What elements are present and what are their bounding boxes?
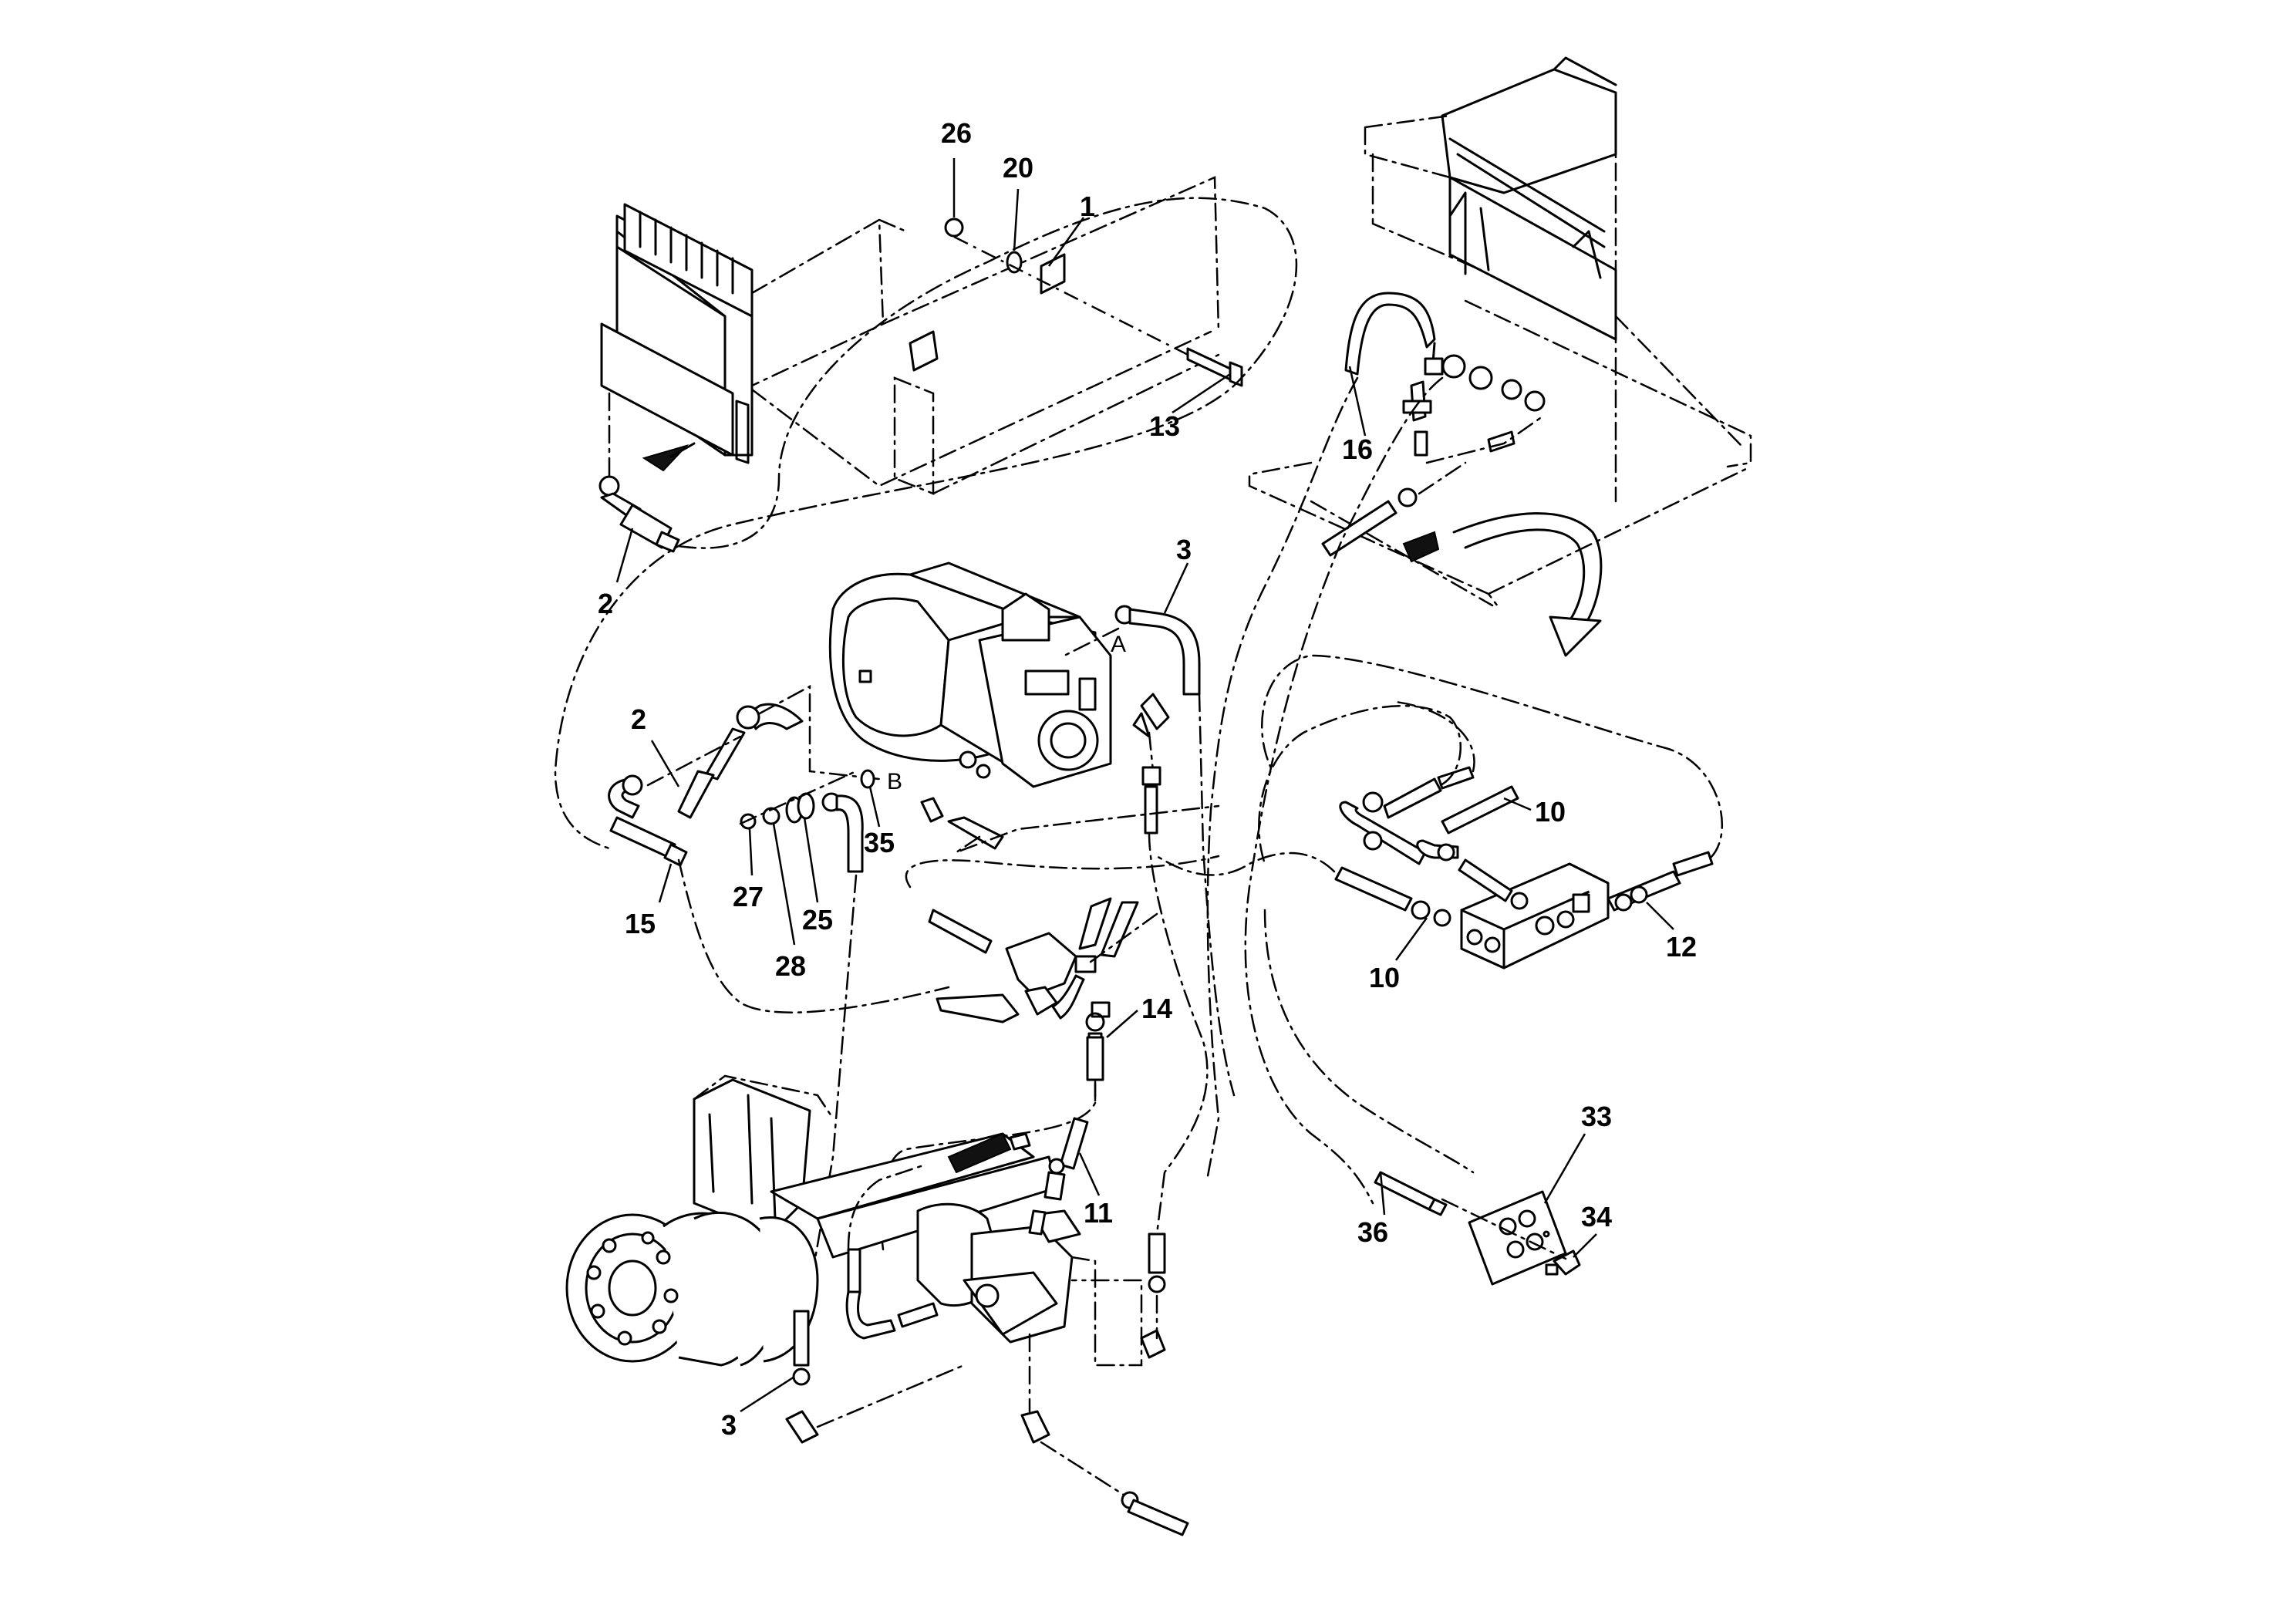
chassis-frame-right: [1248, 56, 1752, 611]
hose-14: [1091, 1001, 1111, 1018]
callout-28: 28: [775, 950, 806, 982]
callout-33: 33: [1581, 1101, 1612, 1132]
callout-labels: 26 20 1 13 2 16 3 2 35 27 25 15 28 10 10…: [598, 117, 1697, 1441]
callout-3-lower: 3: [721, 1409, 737, 1441]
bracket-hardware: [909, 218, 1243, 387]
callout-20: 20: [1003, 152, 1033, 184]
hose-3-lower: [793, 1310, 810, 1367]
callout-2-top: 2: [598, 588, 613, 619]
callout-3-top: 3: [1176, 534, 1192, 565]
callout-12: 12: [1666, 931, 1697, 963]
valve-block: [1460, 862, 1610, 969]
port-a-label: A: [1111, 632, 1126, 657]
callout-34: 34: [1581, 1201, 1612, 1233]
callout-15: 15: [625, 908, 656, 939]
hose-2-top: [598, 392, 680, 553]
nut-26: [944, 218, 964, 238]
route-line-cooler-return: [554, 197, 1298, 850]
callout-26: 26: [941, 117, 972, 149]
callout-1: 1: [1080, 191, 1095, 222]
callout-14: 14: [1141, 993, 1172, 1024]
washer-20: [1006, 251, 1023, 274]
hose-15: [608, 735, 742, 867]
callout-25: 25: [802, 904, 833, 936]
callout-36: 36: [1357, 1216, 1388, 1248]
callout-35: 35: [864, 827, 895, 858]
leader-lines: [615, 158, 1674, 1413]
hose-frame-supply: [1321, 461, 1467, 563]
gauge-panel: [1374, 1171, 1581, 1286]
port-b-label: B: [887, 769, 902, 794]
route-line-left-loop: [677, 858, 950, 1013]
hose-2-mid: [677, 684, 881, 819]
hose-3-top: [1063, 605, 1201, 835]
drive-motor: [916, 1132, 1143, 1367]
hydraulic-pump: [828, 561, 1112, 788]
frame-fittings: [1402, 354, 1546, 464]
hose-port-b: [804, 792, 864, 1313]
callout-10-upper: 10: [1535, 796, 1566, 828]
lower-hoses: [785, 1036, 1189, 1536]
callout-13: 13: [1149, 410, 1180, 442]
view-arrow-icon: [1452, 512, 1603, 657]
callout-16: 16: [1342, 433, 1373, 465]
hoses-10-12: [1155, 654, 1723, 927]
seal-hardware: [739, 769, 875, 830]
callout-11: 11: [1084, 1197, 1113, 1229]
callout-2-mid: 2: [631, 703, 646, 735]
route-lines-center: [1148, 376, 1475, 1236]
callout-27: 27: [733, 881, 764, 912]
bolt-13: [1186, 347, 1232, 381]
hose-16: [1344, 292, 1444, 376]
oil-cooler: [600, 203, 754, 464]
chassis-frame-left: [750, 176, 1220, 495]
callout-10-lower: 10: [1369, 962, 1400, 993]
direction-arrow-icon: [642, 442, 696, 472]
hose-11: [1059, 1117, 1089, 1170]
hose-14-lower: [1086, 1036, 1104, 1081]
